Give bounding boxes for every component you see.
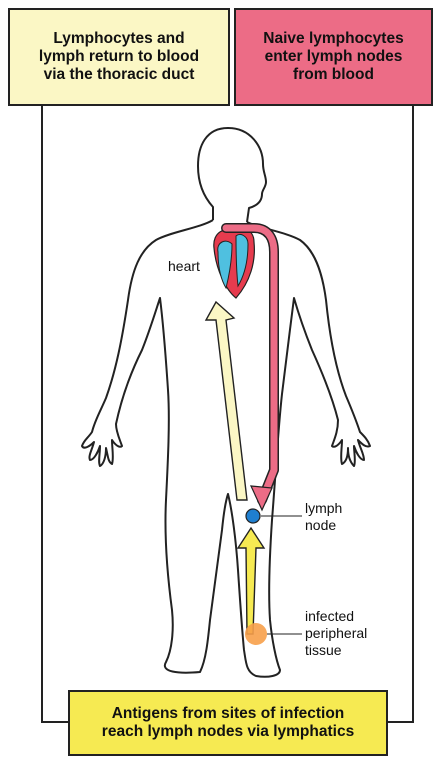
tissue-label-line-1: infected bbox=[305, 608, 367, 625]
enter-lymph-nodes-line-3: from blood bbox=[293, 66, 374, 84]
connector-left-line bbox=[42, 106, 68, 722]
antigens-line-1: Antigens from sites of infection bbox=[112, 705, 345, 723]
infected-tissue-spot bbox=[245, 623, 267, 645]
connector-right-line bbox=[388, 106, 413, 722]
heart-label-text: heart bbox=[168, 258, 200, 275]
lymph-node-label: lymph node bbox=[305, 500, 342, 534]
lymph-node-circle bbox=[246, 509, 260, 523]
antigens-box: Antigens from sites of infection reach l… bbox=[68, 690, 388, 756]
return-to-blood-line-1: Lymphocytes and bbox=[53, 30, 184, 48]
thoracic-duct-arrow bbox=[206, 302, 247, 500]
lymph-node-label-line-1: lymph bbox=[305, 500, 342, 517]
head-outline bbox=[198, 128, 266, 222]
return-to-blood-box: Lymphocytes and lymph return to blood vi… bbox=[8, 8, 230, 106]
tissue-label-line-3: tissue bbox=[305, 642, 367, 659]
heart-graphic bbox=[214, 229, 255, 298]
enter-lymph-nodes-box: Naive lymphocytes enter lymph nodes from… bbox=[234, 8, 433, 106]
tissue-label-line-2: peripheral bbox=[305, 625, 367, 642]
enter-lymph-nodes-line-2: enter lymph nodes bbox=[265, 48, 403, 66]
heart-label: heart bbox=[168, 258, 200, 275]
return-to-blood-line-3: via the thoracic duct bbox=[44, 66, 195, 84]
infected-tissue-label: infected peripheral tissue bbox=[305, 608, 367, 659]
antigens-line-2: reach lymph nodes via lymphatics bbox=[102, 723, 354, 741]
blood-route-arrowhead bbox=[251, 486, 272, 510]
lymph-node-label-line-2: node bbox=[305, 517, 342, 534]
enter-lymph-nodes-line-1: Naive lymphocytes bbox=[263, 30, 403, 48]
return-to-blood-line-2: lymph return to blood bbox=[39, 48, 199, 66]
